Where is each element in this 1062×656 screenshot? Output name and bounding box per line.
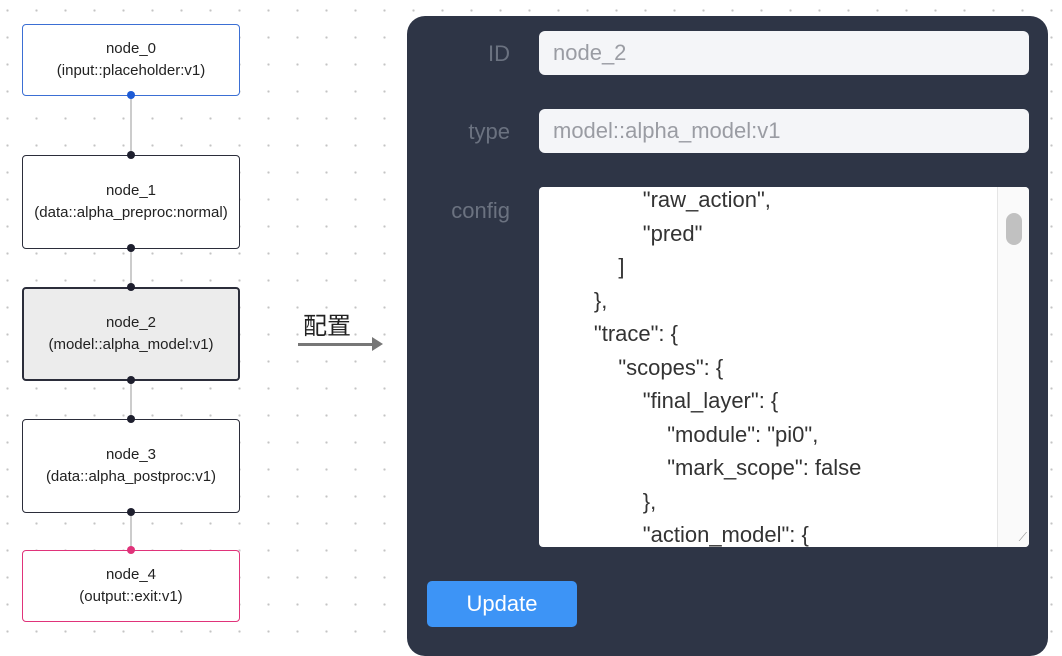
node-id: node_0 [105,40,157,57]
edge [130,512,132,550]
type-field[interactable]: model::alpha_model:v1 [539,109,1029,153]
node-3[interactable]: node_3(data::alpha_postproc:v1) [22,419,240,513]
code-line: "mark_scope": false [545,455,862,480]
edge [130,95,132,155]
node-id: node_1 [105,182,157,199]
node-4[interactable]: node_4(output::exit:v1) [22,550,240,622]
arrow-label: 配置 [303,313,351,340]
code-line: "raw_action", [545,187,771,212]
scrollbar[interactable] [997,187,1029,547]
input-port[interactable] [127,283,135,291]
arrow-head-icon [372,337,383,351]
node-id: node_3 [105,446,157,463]
code-line: "trace": { [545,321,678,346]
input-port[interactable] [127,151,135,159]
id-field[interactable]: node_2 [539,31,1029,75]
output-port[interactable] [127,508,135,516]
arrow-right-icon [298,343,374,346]
output-port[interactable] [127,91,135,99]
edge [130,380,132,419]
code-line: "action_model": { [545,522,809,547]
input-port[interactable] [127,415,135,423]
node-type: (data::alpha_preproc:normal) [34,204,228,221]
node-type: (data::alpha_postproc:v1) [45,468,217,485]
id-label: ID [488,41,510,66]
node-id: node_2 [105,314,157,331]
output-port[interactable] [127,376,135,384]
code-line: }, [545,287,608,313]
node-id: node_4 [105,566,157,583]
output-port[interactable] [127,244,135,252]
node-0[interactable]: node_0(input::placeholder:v1) [22,24,240,96]
config-label: config [451,198,510,223]
node-type: (input::placeholder:v1) [56,62,206,79]
code-line: ] [545,254,625,279]
update-button[interactable]: Update [427,581,577,627]
code-line: "module": "pi0", [545,421,819,447]
edge [130,248,132,287]
type-label: type [468,119,510,144]
node-type: (model::alpha_model:v1) [48,336,214,353]
node-1[interactable]: node_1(data::alpha_preproc:normal) [22,155,240,249]
node-2[interactable]: node_2(model::alpha_model:v1) [22,287,240,381]
resize-handle-icon[interactable]: ⟋ [1018,530,1027,544]
scrollbar-thumb[interactable] [1006,213,1022,245]
code-line: "pred" [545,220,703,246]
config-textarea[interactable]: "raw_action", "pred" ] }, "trace": { "sc… [539,187,1029,547]
node-type: (output::exit:v1) [79,588,183,605]
code-line: "final_layer": { [545,388,779,413]
config-panel: ID node_2 type model::alpha_model:v1 con… [407,16,1048,656]
input-port[interactable] [127,546,135,554]
code-line: }, [545,488,657,514]
config-code: "raw_action", "pred" ] }, "trace": { "sc… [539,187,862,547]
code-line: "scopes": { [545,354,724,380]
